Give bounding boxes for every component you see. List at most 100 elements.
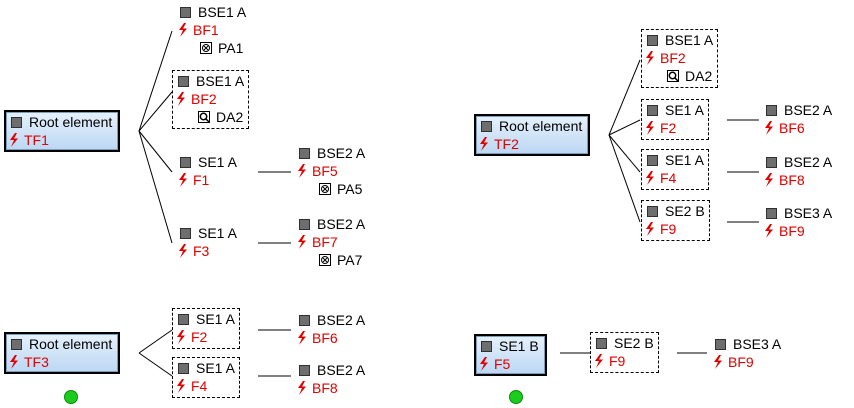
element-icon: [766, 104, 777, 116]
fault-label: TF2: [494, 136, 519, 152]
block-node[interactable]: BSE2 A BF6: [762, 101, 832, 137]
element-icon: [299, 147, 310, 159]
element-icon: [299, 364, 310, 376]
node-name: Root element: [499, 118, 583, 134]
block-node[interactable]: SE2 B F9: [590, 332, 659, 373]
node-name: BSE3 A: [733, 336, 782, 352]
node-name: SE1 A: [198, 225, 237, 241]
node-name: Root element: [29, 336, 113, 352]
gate-label: DA2: [216, 109, 244, 125]
fault-icon: [9, 355, 19, 369]
node-name: BSE2 A: [317, 312, 366, 328]
block-node[interactable]: SE1 A F2: [641, 99, 709, 140]
fault-icon: [764, 173, 774, 187]
fault-label: F4: [191, 378, 208, 394]
status-ok-indicator: [509, 390, 523, 404]
fault-icon: [178, 173, 188, 187]
x-gate-icon: [319, 183, 331, 195]
node-name: Root element: [29, 114, 113, 130]
element-icon: [178, 362, 189, 374]
fault-icon: [479, 357, 489, 371]
fault-icon: [176, 379, 186, 393]
element-icon: [766, 207, 777, 219]
fault-label: BF1: [193, 22, 219, 38]
element-icon: [180, 6, 191, 18]
block-node[interactable]: SE2 B F9: [641, 200, 710, 241]
root-element-node[interactable]: Root element TF2: [474, 114, 591, 156]
fault-icon: [178, 23, 188, 37]
node-name: BSE2 A: [317, 362, 366, 378]
block-node[interactable]: BSE2 A BF8: [295, 361, 365, 397]
block-node[interactable]: SE1 A F1: [176, 153, 237, 189]
gate-label: PA1: [218, 40, 244, 56]
fault-icon: [645, 51, 655, 65]
node-name: SE1 A: [665, 102, 704, 118]
fault-icon: [9, 133, 19, 147]
fault-icon: [297, 331, 307, 345]
element-icon: [481, 340, 492, 352]
magnifier-gate-icon: [198, 111, 210, 123]
fault-icon: [297, 164, 307, 178]
fault-icon: [176, 92, 186, 106]
fault-icon: [297, 381, 307, 395]
block-node[interactable]: BSE2 A BF7 PA7: [295, 215, 365, 269]
element-icon: [299, 314, 310, 326]
block-node[interactable]: BSE3 A BF9: [762, 204, 832, 240]
fault-icon: [645, 121, 655, 135]
element-icon: [715, 338, 726, 350]
fault-label: TF1: [24, 132, 49, 148]
node-name: SE1 A: [196, 360, 235, 376]
fault-label: F9: [660, 221, 677, 237]
block-node[interactable]: BSE3 A BF9: [711, 335, 781, 371]
block-node[interactable]: SE1 A F4: [641, 149, 709, 190]
node-name: BSE2 A: [317, 216, 366, 232]
x-gate-icon: [319, 254, 331, 266]
gate-label: PA7: [337, 252, 363, 268]
fault-icon: [764, 121, 774, 135]
block-node[interactable]: SE1 A F3: [176, 224, 237, 260]
fault-label: BF8: [779, 172, 805, 188]
status-ok-indicator: [64, 390, 78, 404]
block-node[interactable]: BSE2 A BF5 PA5: [295, 144, 365, 198]
fault-icon: [594, 354, 604, 368]
element-icon: [647, 34, 658, 46]
node-name: SE2 B: [665, 203, 705, 219]
block-node[interactable]: BSE1 A BF2 DA2: [641, 29, 719, 88]
element-icon: [299, 218, 310, 230]
block-node[interactable]: BSE1 A BF2 DA2: [172, 70, 250, 129]
fault-label: F2: [191, 329, 208, 345]
fault-label: BF2: [660, 50, 686, 66]
block-node[interactable]: SE1 A F4: [172, 357, 240, 398]
node-name: BSE1 A: [198, 4, 247, 20]
element-icon: [180, 156, 191, 168]
fault-icon: [479, 137, 489, 151]
fault-icon: [176, 330, 186, 344]
block-node[interactable]: SE1 A F2: [172, 308, 240, 349]
block-node[interactable]: BSE1 A BF1 PA1: [176, 3, 246, 57]
node-name: BSE3 A: [784, 205, 833, 221]
fault-label: BF6: [312, 330, 338, 346]
gate-label: PA5: [337, 181, 363, 197]
x-gate-icon: [200, 42, 212, 54]
fault-label: F4: [660, 170, 677, 186]
node-name: BSE2 A: [317, 145, 366, 161]
block-node[interactable]: BSE2 A BF6: [295, 311, 365, 347]
node-name: SE2 B: [614, 335, 654, 351]
fault-icon: [178, 244, 188, 258]
fault-label: BF5: [312, 163, 338, 179]
root-element-node[interactable]: SE1 B F5: [474, 334, 547, 376]
node-name: BSE1 A: [665, 32, 714, 48]
magnifier-gate-icon: [667, 70, 679, 82]
block-node[interactable]: BSE2 A BF8: [762, 153, 832, 189]
fault-label: BF7: [312, 234, 338, 250]
node-name: BSE1 A: [196, 73, 245, 89]
root-element-node[interactable]: Root element TF3: [4, 332, 121, 374]
node-name: SE1 A: [196, 311, 235, 327]
root-element-node[interactable]: Root element TF1: [4, 110, 121, 152]
fault-label: TF3: [24, 354, 49, 370]
element-icon: [11, 338, 22, 350]
node-name: SE1 A: [665, 152, 704, 168]
element-icon: [647, 205, 658, 217]
element-icon: [647, 104, 658, 116]
fault-label: F3: [193, 243, 210, 259]
